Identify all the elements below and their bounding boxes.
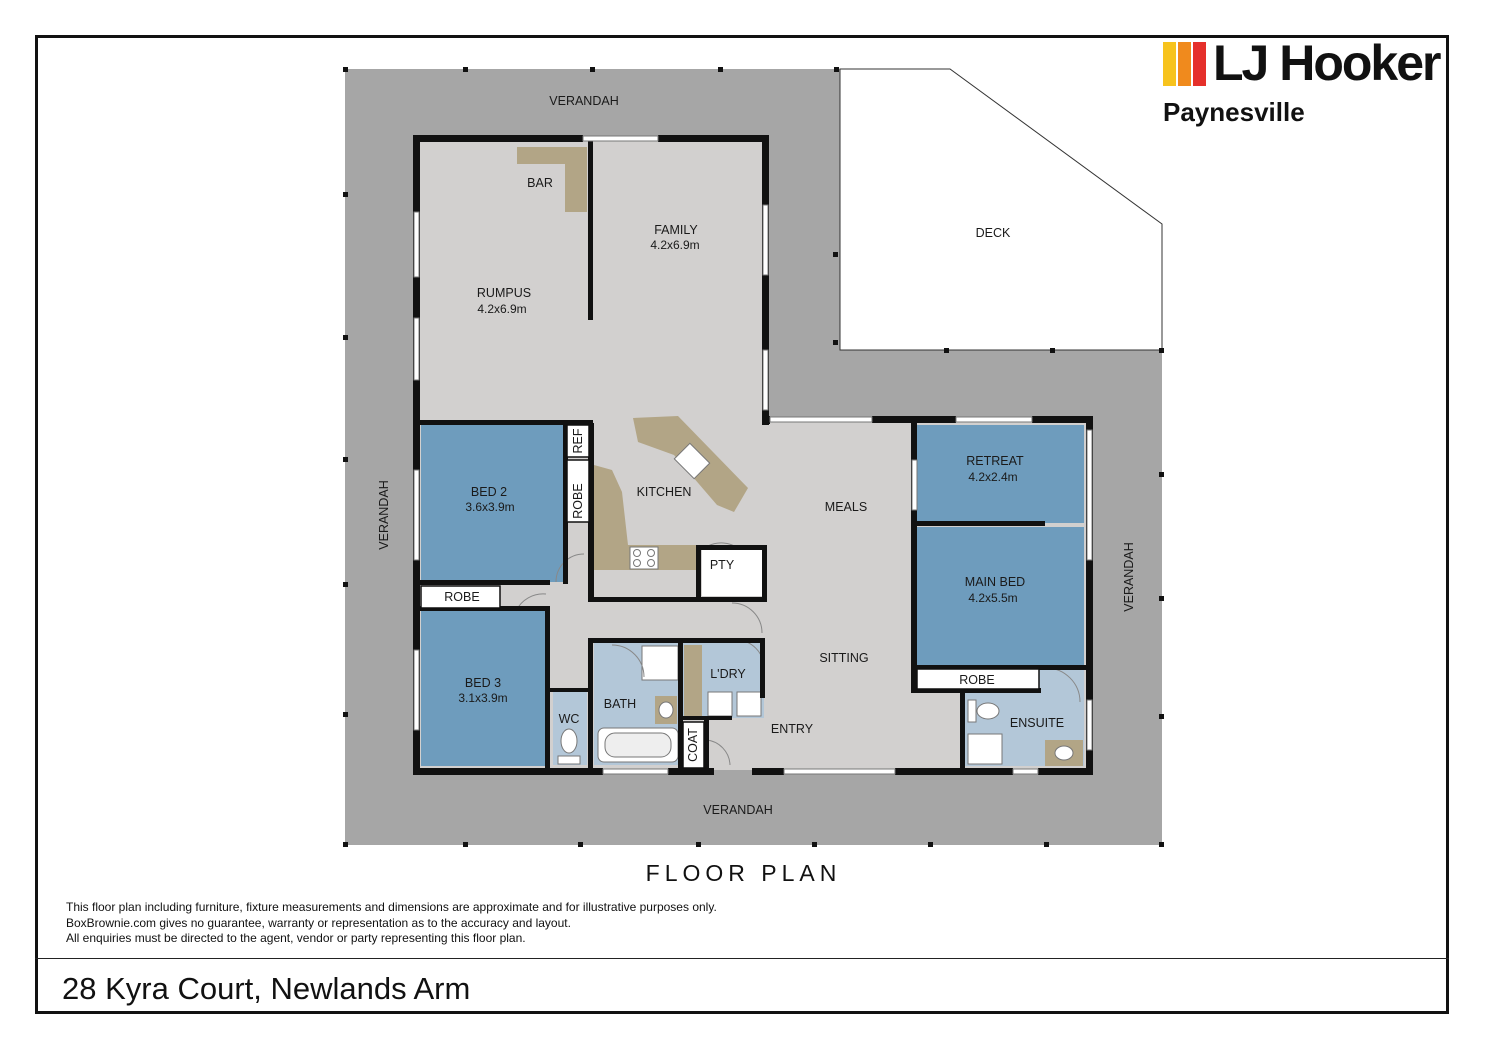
size-bed2: 3.6x3.9m bbox=[465, 500, 514, 514]
label-bath: BATH bbox=[604, 697, 636, 711]
coat-box bbox=[682, 721, 705, 769]
label-bed3: BED 3 bbox=[465, 676, 501, 690]
label-robe-main: ROBE bbox=[959, 673, 994, 687]
deck-area bbox=[840, 69, 1162, 350]
main-bed-area bbox=[916, 527, 1084, 667]
bar-bench bbox=[517, 147, 587, 212]
label-main-bed: MAIN BED bbox=[965, 575, 1025, 589]
label-meals: MEALS bbox=[825, 500, 867, 514]
label-ensuite: ENSUITE bbox=[1010, 716, 1064, 730]
fixtures bbox=[557, 442, 1074, 765]
retreat-area bbox=[916, 425, 1084, 523]
size-main-bed: 4.2x5.5m bbox=[968, 591, 1017, 605]
label-bar: BAR bbox=[527, 176, 553, 190]
brand-name: LJ Hooker bbox=[1213, 35, 1442, 91]
deck-outline bbox=[839, 68, 1163, 351]
robe-bed2 bbox=[566, 459, 590, 523]
label-bed2: BED 2 bbox=[471, 485, 507, 499]
label-deck: DECK bbox=[976, 226, 1011, 240]
size-bed3: 3.1x3.9m bbox=[458, 691, 507, 705]
label-verandah-right: VERANDAH bbox=[1122, 542, 1136, 611]
label-verandah-top: VERANDAH bbox=[549, 94, 618, 108]
address-divider bbox=[35, 958, 1449, 959]
label-wc: WC bbox=[559, 712, 580, 726]
label-sitting: SITTING bbox=[819, 651, 868, 665]
brand-office: Paynesville bbox=[1163, 97, 1305, 127]
label-verandah-left: VERANDAH bbox=[377, 480, 391, 549]
label-ref: REF bbox=[571, 428, 585, 453]
bed3-area bbox=[421, 611, 547, 766]
brand-logo bbox=[1163, 40, 1453, 136]
walls bbox=[413, 135, 1093, 775]
wc-area bbox=[553, 692, 587, 765]
brand-stripes-icon bbox=[1163, 42, 1206, 86]
label-robe-bed3: ROBE bbox=[444, 590, 479, 604]
windows bbox=[413, 135, 1093, 775]
label-retreat: RETREAT bbox=[966, 454, 1024, 468]
disclaimer-line: All enquiries must be directed to the ag… bbox=[66, 931, 526, 945]
property-address: 28 Kyra Court, Newlands Arm bbox=[62, 971, 471, 1006]
label-pty: PTY bbox=[710, 558, 735, 572]
label-kitchen: KITCHEN bbox=[637, 485, 692, 499]
kitchen-bench bbox=[594, 465, 698, 570]
laundry-bench bbox=[684, 645, 702, 717]
size-rumpus: 4.2x6.9m bbox=[477, 302, 526, 316]
robe-main bbox=[916, 668, 1040, 690]
disclaimer-line: BoxBrownie.com gives no guarantee, warra… bbox=[66, 915, 571, 930]
size-retreat: 4.2x2.4m bbox=[968, 470, 1017, 484]
label-rumpus: RUMPUS bbox=[477, 286, 531, 300]
disclaimer: This floor plan including furniture, fix… bbox=[66, 900, 717, 947]
plan-title: FLOOR PLAN bbox=[645, 860, 842, 886]
page-frame bbox=[35, 35, 1449, 1014]
label-laundry: L'DRY bbox=[710, 667, 746, 681]
verandah-posts bbox=[343, 67, 1164, 847]
bed2-area bbox=[421, 425, 566, 582]
size-family: 4.2x6.9m bbox=[650, 238, 699, 252]
disclaimer-line: This floor plan including furniture, fix… bbox=[66, 900, 717, 914]
label-robe-bed2: ROBE bbox=[571, 483, 585, 518]
robe-bed3 bbox=[420, 585, 501, 609]
label-coat: COAT bbox=[686, 728, 700, 762]
label-entry: ENTRY bbox=[771, 722, 814, 736]
label-family: FAMILY bbox=[654, 223, 698, 237]
ref-box bbox=[566, 424, 590, 458]
pty-box bbox=[702, 550, 762, 596]
label-verandah-bottom: VERANDAH bbox=[703, 803, 772, 817]
